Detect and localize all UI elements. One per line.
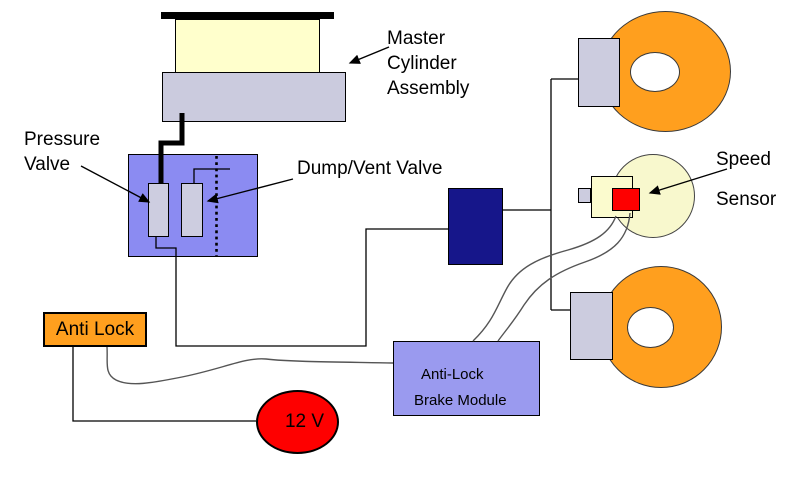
dump-vent-valve-body (181, 183, 203, 237)
front-wheel-hub-hole (630, 52, 680, 92)
rear-brake-caliper (570, 292, 613, 360)
pressure-valve-label: Pressure Valve (24, 129, 101, 175)
speed-sensor-pickup (612, 188, 640, 211)
master-cylinder-label: Master Cylinder Assembly (387, 28, 470, 99)
master-cylinder-arrow (348, 46, 390, 64)
hydraulic-distribution-block (448, 188, 503, 265)
dump-vent-valve-label: Dump/Vent Valve (297, 158, 443, 179)
anti-lock-brake-module-label: Anti-Lock Brake Module (414, 366, 507, 409)
master-cylinder-reservoir (175, 19, 320, 74)
rear-wheel-hub-hole (627, 307, 674, 348)
front-brake-caliper (578, 38, 620, 107)
anti-lock-switch-label: Anti Lock (55, 318, 135, 340)
anti-lock-brake-module (393, 341, 540, 416)
battery-12v: 12 V (256, 390, 339, 454)
speed-sensor-tab (578, 188, 591, 203)
master-cylinder-top-bar (161, 12, 334, 19)
pressure-valve-body (148, 183, 169, 237)
battery-label: 12 V (284, 411, 325, 432)
anti-lock-switch: Anti Lock (43, 312, 147, 347)
speed-sensor-label: Speed Sensor (716, 149, 777, 210)
brake-line-block-to-calipers (503, 78, 578, 311)
wire-switch-to-module (106, 346, 394, 385)
power-line-switch-to-battery (72, 347, 256, 422)
master-cylinder-base (162, 72, 346, 122)
